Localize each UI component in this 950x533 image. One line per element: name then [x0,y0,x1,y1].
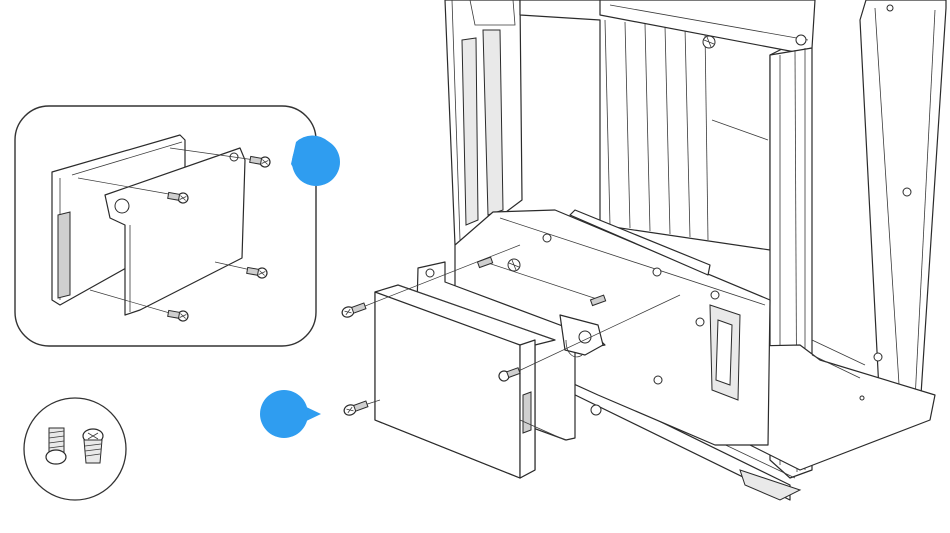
detail-callout-panel [15,106,316,346]
screw-type-panel [24,398,126,500]
chassis-screw-hole [874,353,882,361]
callout-marker-icon [260,390,321,438]
screw-icon [83,429,103,463]
drive-connector [523,392,531,433]
screw-type-frame [24,398,126,500]
top-beam-screw [796,35,806,45]
base-hole [860,396,864,400]
screw-icon [343,399,369,417]
chassis-hole [887,5,893,11]
detail-connector [58,212,70,298]
screw-icon [46,428,66,464]
screw-icon [341,301,367,319]
chassis-screw-hole [903,188,911,196]
chassis-right-panel [860,0,946,415]
bracket-screw [591,405,601,415]
